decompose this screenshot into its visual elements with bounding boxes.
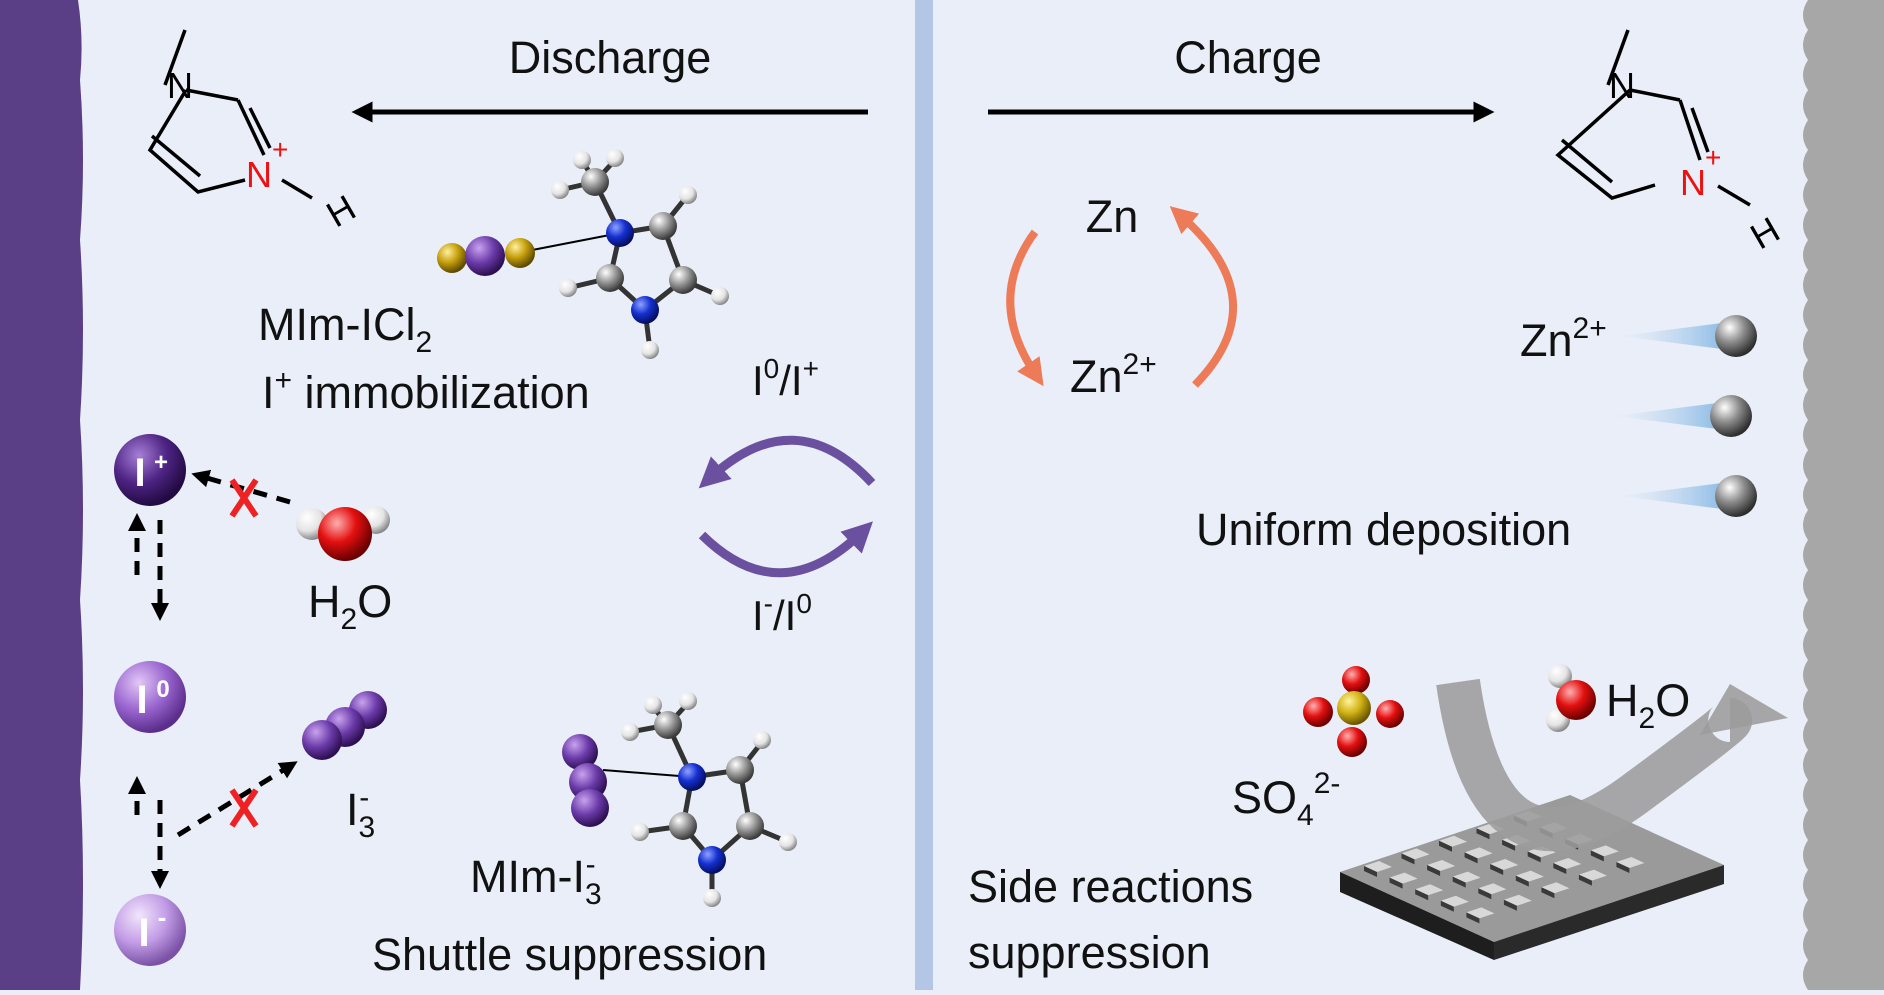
zn-ion-flux-3: [1620, 475, 1757, 517]
i-zero-letter: I: [136, 678, 147, 722]
zn-deposit-tile: [1590, 845, 1619, 857]
zn-deposit-tile: [1478, 883, 1507, 895]
cathode-electrode: [0, 0, 83, 990]
oxidation-cycle-arrow: [698, 435, 876, 489]
zn-reduction-arrow: [1169, 206, 1238, 388]
zn-deposit-tile: [1515, 870, 1544, 882]
zn-deposit-tile-side: [1476, 828, 1490, 840]
water-molecule-right: [1546, 664, 1596, 732]
water-molecule-left: [296, 506, 390, 561]
zn-deposit-tile-side: [1452, 876, 1466, 888]
zn-deposit-tile-side: [1364, 866, 1377, 877]
zn-deposit-tile: [1439, 835, 1467, 847]
zn-deposit-tile-side: [1440, 900, 1454, 912]
zn-deposit-tile-side: [1415, 889, 1429, 901]
zn-deposit-tile: [1616, 857, 1645, 868]
zn-ion-label: Zn2+: [1520, 312, 1607, 366]
triiodide-molecule: [302, 691, 387, 760]
triiodide-label: I3-: [346, 781, 375, 844]
zn-deposit-tile-side: [1616, 862, 1630, 873]
n-plus-atom-label-right: N: [1680, 162, 1706, 203]
zn-deposit-tile-side: [1553, 863, 1567, 874]
zn-deposit-tile-side: [1466, 912, 1480, 924]
i-minus-charge: -: [158, 902, 167, 932]
zn-ion-flux-2: [1615, 395, 1752, 437]
i-minus-species: I -: [114, 894, 186, 966]
shuttle-suppression-label: Shuttle suppression: [372, 929, 767, 980]
zn-ion-flux-1: [1620, 315, 1757, 357]
i-plus-immobilization-label: I+ immobilization: [262, 364, 590, 418]
zn-deposit-tile: [1440, 895, 1469, 907]
zn2-label: Zn2+: [1070, 348, 1157, 402]
water-label-left: H2O: [308, 576, 392, 636]
plus-charge-label-right: +: [1705, 142, 1721, 173]
zn-deposit-tile: [1490, 859, 1519, 870]
mim-i3-label: MIm-I3-: [470, 848, 602, 911]
n-plus-atom-label: N: [246, 154, 272, 195]
zn-deposit-tile: [1578, 869, 1607, 881]
zn-deposit-tile-side: [1427, 865, 1441, 876]
i0-iplus-couple-label: I0/I+: [752, 353, 819, 404]
uniform-deposition-label: Uniform deposition: [1196, 504, 1571, 555]
i-zero-charge: 0: [156, 676, 169, 703]
zn-deposit-tile-side: [1502, 839, 1516, 851]
zn-deposit-tile: [1427, 860, 1456, 871]
sulfate-label: SO42-: [1232, 767, 1340, 832]
zn-deposit-tile-side: [1515, 875, 1529, 887]
side-reactions-label: Side reactions: [968, 861, 1253, 912]
zn-deposit-tile-side: [1401, 853, 1415, 865]
zn-deposit-tile: [1503, 894, 1532, 906]
mim-icl2-label: MIm-ICl2: [258, 299, 432, 359]
blocked-cross-icon: [229, 478, 259, 518]
sulfate-molecule: [1303, 666, 1404, 757]
iminus-i0-couple-label: I-/I0: [752, 588, 812, 639]
zn-oxidation-arrow: [1006, 229, 1044, 387]
zn-deposit-tile-side: [1490, 864, 1504, 875]
triiodide-formation-arrow: [176, 761, 298, 838]
i-plus-charge: +: [154, 449, 168, 476]
zn-deposit-tile-side: [1541, 887, 1555, 899]
zn-deposit-tile-side: [1478, 888, 1492, 900]
plus-charge-label: +: [272, 134, 288, 165]
mim-i3-model: [562, 692, 797, 907]
zn-label: Zn: [1086, 191, 1139, 242]
water-label-right: H2O: [1606, 675, 1690, 735]
i-plus-species: I +: [114, 434, 186, 506]
zn-deposit-tile: [1452, 871, 1481, 883]
zn-deposit-tile-side: [1439, 840, 1452, 852]
zn-deposit-tile-side: [1464, 852, 1478, 864]
zn-deposit-tile: [1466, 907, 1495, 919]
zn-deposit-tile: [1389, 872, 1418, 884]
mim-icl2-model: [437, 149, 729, 359]
zn-deposit-tile: [1401, 848, 1430, 860]
flow-arrow-head: [1700, 684, 1788, 735]
zn-deposit-tile: [1553, 858, 1582, 869]
blocked-cross-icon-2: [229, 788, 259, 828]
divider-bar: [915, 0, 933, 990]
n-atom-label: N: [167, 65, 193, 106]
reduction-cycle-arrow: [698, 521, 873, 578]
zn-deposit-tile: [1415, 884, 1444, 896]
zn-deposit-tile-side: [1578, 874, 1592, 886]
i-plus-letter: I: [134, 451, 145, 495]
suppression-label: suppression: [968, 927, 1211, 978]
zn-deposit-tile-side: [1503, 899, 1517, 911]
discharge-label: Discharge: [509, 32, 712, 83]
n-atom-label-right: N: [1609, 65, 1635, 106]
zn-deposit-tile: [1541, 882, 1570, 894]
water-attack-arrow: [191, 469, 291, 505]
zn-deposit-tile-side: [1590, 850, 1604, 862]
zn-deposit-tile-side: [1389, 877, 1403, 889]
zn-deposit-tile-side: [1527, 851, 1541, 863]
zinc-substrate: [1340, 795, 1724, 960]
zn-deposit-tile: [1364, 861, 1392, 872]
charge-label: Charge: [1174, 32, 1322, 83]
zn-deposit-tile: [1464, 847, 1493, 859]
zinc-anode-electrode: [1803, 0, 1884, 990]
i-minus-letter: I: [138, 911, 149, 955]
i-zero-species: I 0: [114, 661, 186, 733]
